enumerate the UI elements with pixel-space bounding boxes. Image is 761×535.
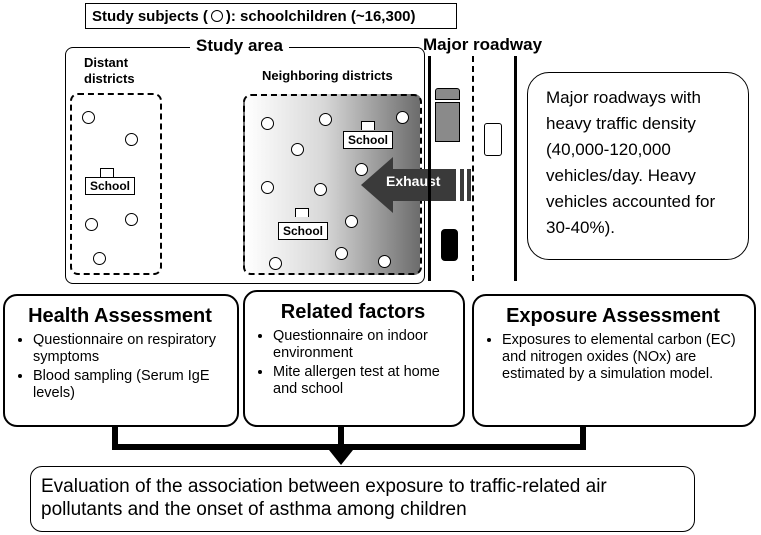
student-dot (291, 143, 304, 156)
roadway-info-box: Major roadways with heavy traffic densit… (527, 72, 749, 260)
major-roadway-title: Major roadway (423, 35, 543, 54)
truck-trailer-icon (435, 102, 460, 142)
student-dot (269, 257, 282, 270)
exposure-item: Exposures to elemental carbon (EC) and n… (502, 332, 748, 383)
health-assessment-box: Health Assessment Questionnaire on respi… (3, 294, 239, 427)
related-title: Related factors (280, 301, 426, 323)
student-dot (82, 111, 95, 124)
health-title: Health Assessment (28, 305, 212, 327)
connector-line (338, 427, 344, 453)
related-factors-box: Related factors Questionnaire on indoor … (243, 290, 465, 427)
header-suffix: ): schoolchildren (~16,300) (225, 7, 416, 25)
student-dot (85, 218, 98, 231)
student-dot (378, 255, 391, 268)
student-dot (335, 247, 348, 260)
student-dot (396, 111, 409, 124)
health-list: Questionnaire on respiratory symptoms Bl… (9, 332, 231, 402)
down-arrow-icon (329, 450, 353, 465)
study-subjects-header: Study subjects ( ): schoolchildren (~16,… (85, 3, 457, 29)
exposure-title: Exposure Assessment (506, 305, 720, 327)
related-item: Mite allergen test at home and school (273, 364, 457, 398)
connector-line (112, 427, 118, 450)
exhaust-label: Exhaust (386, 173, 441, 189)
distant-districts-region (70, 93, 162, 275)
exposure-assessment-box: Exposure Assessment Exposures to element… (472, 294, 756, 427)
connector-line (580, 427, 586, 450)
car-icon (484, 123, 502, 156)
school-roof-icon (295, 208, 309, 217)
evaluation-box: Evaluation of the association between ex… (30, 466, 695, 532)
student-dot (355, 163, 368, 176)
health-item: Blood sampling (Serum IgE levels) (33, 368, 231, 402)
health-item: Questionnaire on respiratory symptoms (33, 332, 231, 366)
student-dot (314, 183, 327, 196)
school-building: School (278, 222, 329, 240)
school-building: School (85, 177, 136, 195)
student-dot (261, 181, 274, 194)
study-area-title: Study area (190, 36, 289, 56)
student-dot (125, 133, 138, 146)
car-icon (441, 229, 458, 261)
truck-cab-icon (435, 88, 460, 100)
lane-divider (472, 56, 474, 281)
subject-circle-icon (210, 10, 223, 22)
school-roof-icon (100, 168, 114, 177)
student-dot (319, 113, 332, 126)
neighboring-districts-label: Neighboring districts (262, 68, 393, 83)
distant-label-line2: districts (84, 71, 135, 86)
distant-districts-label: Distant districts (84, 55, 135, 87)
student-dot (93, 252, 106, 265)
road-edge-left (428, 56, 431, 281)
exposure-list: Exposures to elemental carbon (EC) and n… (478, 332, 748, 383)
distant-label-line1: Distant (84, 55, 129, 70)
student-dot (345, 215, 358, 228)
related-list: Questionnaire on indoor environment Mite… (249, 328, 457, 398)
connector-line (112, 444, 586, 450)
school-roof-icon (361, 121, 375, 130)
related-item: Questionnaire on indoor environment (273, 328, 457, 362)
student-dot (125, 213, 138, 226)
exhaust-arrow (361, 157, 471, 213)
student-dot (261, 117, 274, 130)
header-prefix: Study subjects ( (92, 7, 208, 25)
school-building: School (343, 131, 394, 149)
road-edge-right (514, 56, 517, 281)
